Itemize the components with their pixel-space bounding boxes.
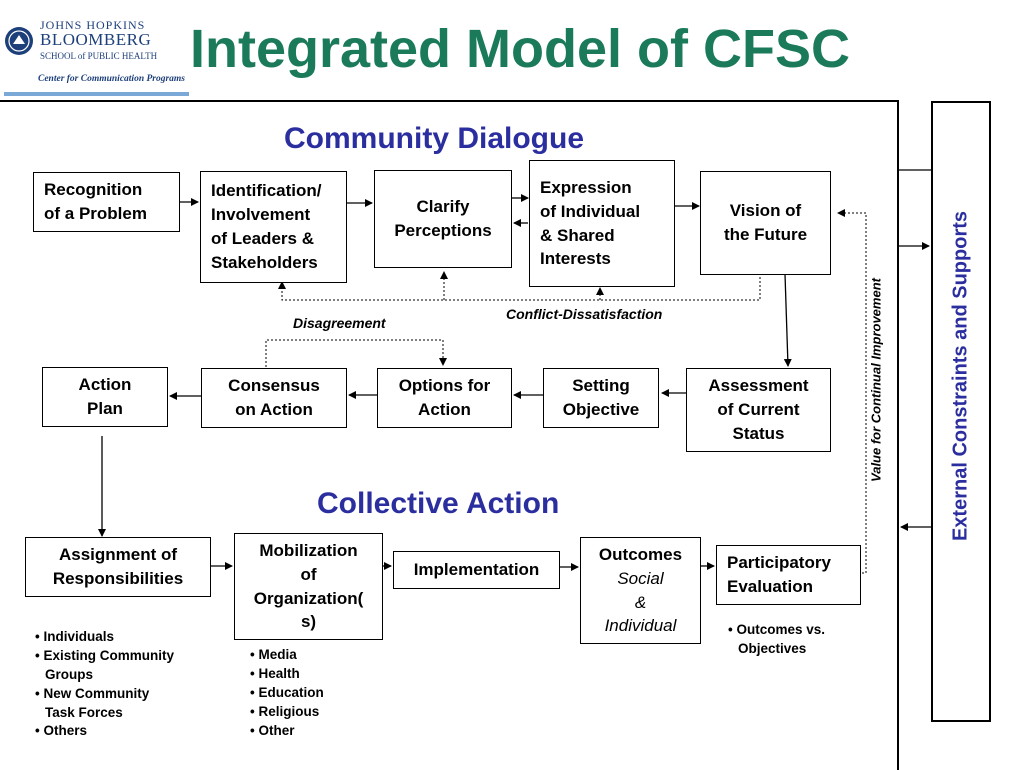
vision-label: Vision of the Future	[723, 201, 808, 244]
expression-box: Expression of Individual & Shared Intere…	[529, 160, 675, 287]
list-item: Religious	[250, 703, 325, 722]
logo-text-center: Center for Communication Programs	[38, 74, 186, 84]
consensus-label: Consensus on Action	[228, 376, 320, 419]
options-box: Options for Action	[377, 368, 512, 428]
outcomes-box: Outcomes Social & Individual	[580, 537, 701, 644]
consensus-box: Consensus on Action	[201, 368, 347, 428]
clarify-perceptions-box: Clarify Perceptions	[374, 170, 512, 268]
university-seal-icon	[5, 27, 33, 55]
vision-box: Vision of the Future	[700, 171, 831, 275]
community-dialogue-heading: Community Dialogue	[284, 122, 585, 155]
external-constraints-frame	[931, 101, 991, 722]
action-plan-label: Action Plan	[78, 375, 132, 418]
expression-label: Expression of Individual & Shared Intere…	[540, 177, 641, 269]
participatory-evaluation-label: Participatory Evaluation	[727, 553, 831, 596]
outcomes-social: Social	[617, 568, 664, 588]
list-item: New Community Task Forces	[35, 685, 174, 723]
outcomes-title: Outcomes	[598, 544, 683, 564]
list-item: Existing Community Groups	[35, 647, 174, 685]
action-plan-box: Action Plan	[42, 367, 168, 427]
setting-objective-box: Setting Objective	[543, 368, 659, 428]
list-item: Health	[250, 665, 325, 684]
identification-label: Identification/ Involvement of Leaders &…	[211, 181, 322, 272]
list-item: Outcomes vs. Objectives	[728, 621, 825, 659]
conflict-dissatisfaction-label: Conflict-Dissatisfaction	[506, 306, 663, 322]
recognition-label: Recognition of a Problem	[44, 180, 147, 223]
assessment-label: Assessment of Current Status	[708, 376, 809, 443]
logo-text-bloomberg: BLOOMBERG	[40, 30, 152, 49]
main-diagram-frame	[0, 100, 899, 770]
assignment-list: Individuals Existing Community Groups Ne…	[35, 628, 174, 741]
identification-box: Identification/ Involvement of Leaders &…	[200, 171, 347, 283]
participatory-evaluation-box: Participatory Evaluation	[716, 545, 861, 605]
logo-text-school: SCHOOL of PUBLIC HEALTH	[40, 51, 158, 61]
jhu-logo: JOHNS HOPKINS BLOOMBERG SCHOOL of PUBLIC…	[4, 18, 189, 98]
list-item: Other	[250, 722, 325, 741]
outcomes-ampersand: &	[634, 592, 647, 612]
setting-objective-label: Setting Objective	[562, 376, 640, 419]
implementation-box: Implementation	[393, 551, 560, 589]
collective-action-heading: Collective Action	[317, 487, 560, 520]
mobilization-label: Mobilization of Organization( s)	[253, 540, 364, 632]
clarify-perceptions-label: Clarify Perceptions	[394, 197, 492, 240]
evaluation-list: Outcomes vs. Objectives	[728, 621, 825, 659]
logo-text-johns-hopkins: JOHNS HOPKINS	[40, 18, 146, 32]
options-label: Options for Action	[398, 376, 491, 419]
assignment-label: Assignment of Responsibilities	[52, 545, 184, 588]
list-item: Individuals	[35, 628, 174, 647]
assignment-box: Assignment of Responsibilities	[25, 537, 211, 597]
list-item: Media	[250, 646, 325, 665]
disagreement-label: Disagreement	[293, 315, 386, 331]
implementation-label: Implementation	[413, 560, 540, 580]
assessment-box: Assessment of Current Status	[686, 368, 831, 452]
page-title: Integrated Model of CFSC	[190, 19, 850, 79]
list-item: Others	[35, 722, 174, 741]
recognition-box: Recognition of a Problem	[33, 172, 180, 232]
mobilization-list: Media Health Education Religious Other	[250, 646, 325, 740]
mobilization-box: Mobilization of Organization( s)	[234, 533, 383, 640]
list-item: Education	[250, 684, 325, 703]
logo-underline	[4, 92, 189, 96]
outcomes-individual: Individual	[604, 616, 677, 636]
